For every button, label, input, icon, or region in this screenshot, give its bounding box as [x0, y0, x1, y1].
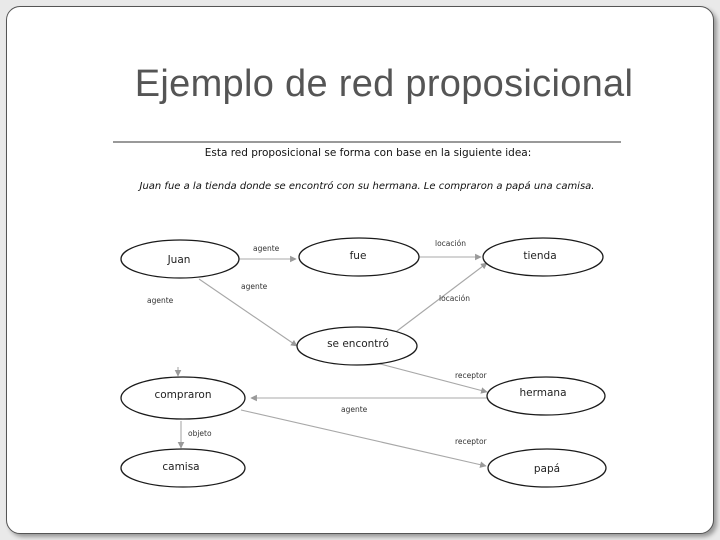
node-camisa-label: camisa [162, 461, 199, 473]
node-compraron-label: compraron [154, 389, 211, 401]
node-se-encontro-label: se encontró [327, 338, 389, 350]
edge-se-encontro-hermana [368, 360, 488, 394]
edge-compraron-papa [240, 409, 487, 468]
edge-label-receptor-papa: receptor [455, 437, 488, 446]
edge-label-objeto: objeto [188, 429, 212, 438]
node-hermana-label: hermana [520, 387, 567, 399]
intro-text: Esta red proposicional se forma con base… [205, 147, 532, 159]
edge-se-encontro-tienda [388, 262, 488, 338]
edge-label-agente-juan-se-encontro: agente [241, 282, 268, 291]
edge-label-receptor-hermana: receptor [455, 371, 488, 380]
proposition-network-diagram: Esta red proposicional se forma con base… [113, 141, 621, 488]
node-tienda [482, 237, 604, 277]
node-camisa [120, 448, 246, 488]
edge-label-agente-hermana-compraron: agente [341, 405, 368, 414]
edge-juan-se-encontro [198, 278, 298, 347]
node-juan [120, 239, 240, 279]
sentence-text: Juan fue a la tienda donde se encontró c… [138, 180, 595, 192]
node-papa [487, 448, 607, 488]
node-fue [298, 237, 420, 277]
edge-label-agente-juan-fue: agente [253, 244, 280, 253]
node-hermana [486, 376, 606, 416]
node-fue-label: fue [350, 250, 367, 262]
node-se-encontro [296, 326, 418, 366]
node-papa-label: papá [534, 463, 560, 475]
edge-label-agente-compraron: agente [147, 296, 174, 305]
slide: Ejemplo de red proposicional Esta red pr… [6, 6, 714, 534]
slide-title: Ejemplo de red proposicional [134, 63, 634, 105]
edge-label-locacion-se-encontro-tienda: locación [439, 294, 470, 303]
node-juan-label: Juan [167, 254, 191, 266]
node-compraron [120, 376, 246, 420]
edge-label-locacion-fue-tienda: locación [435, 239, 466, 248]
node-tienda-label: tienda [523, 250, 556, 262]
